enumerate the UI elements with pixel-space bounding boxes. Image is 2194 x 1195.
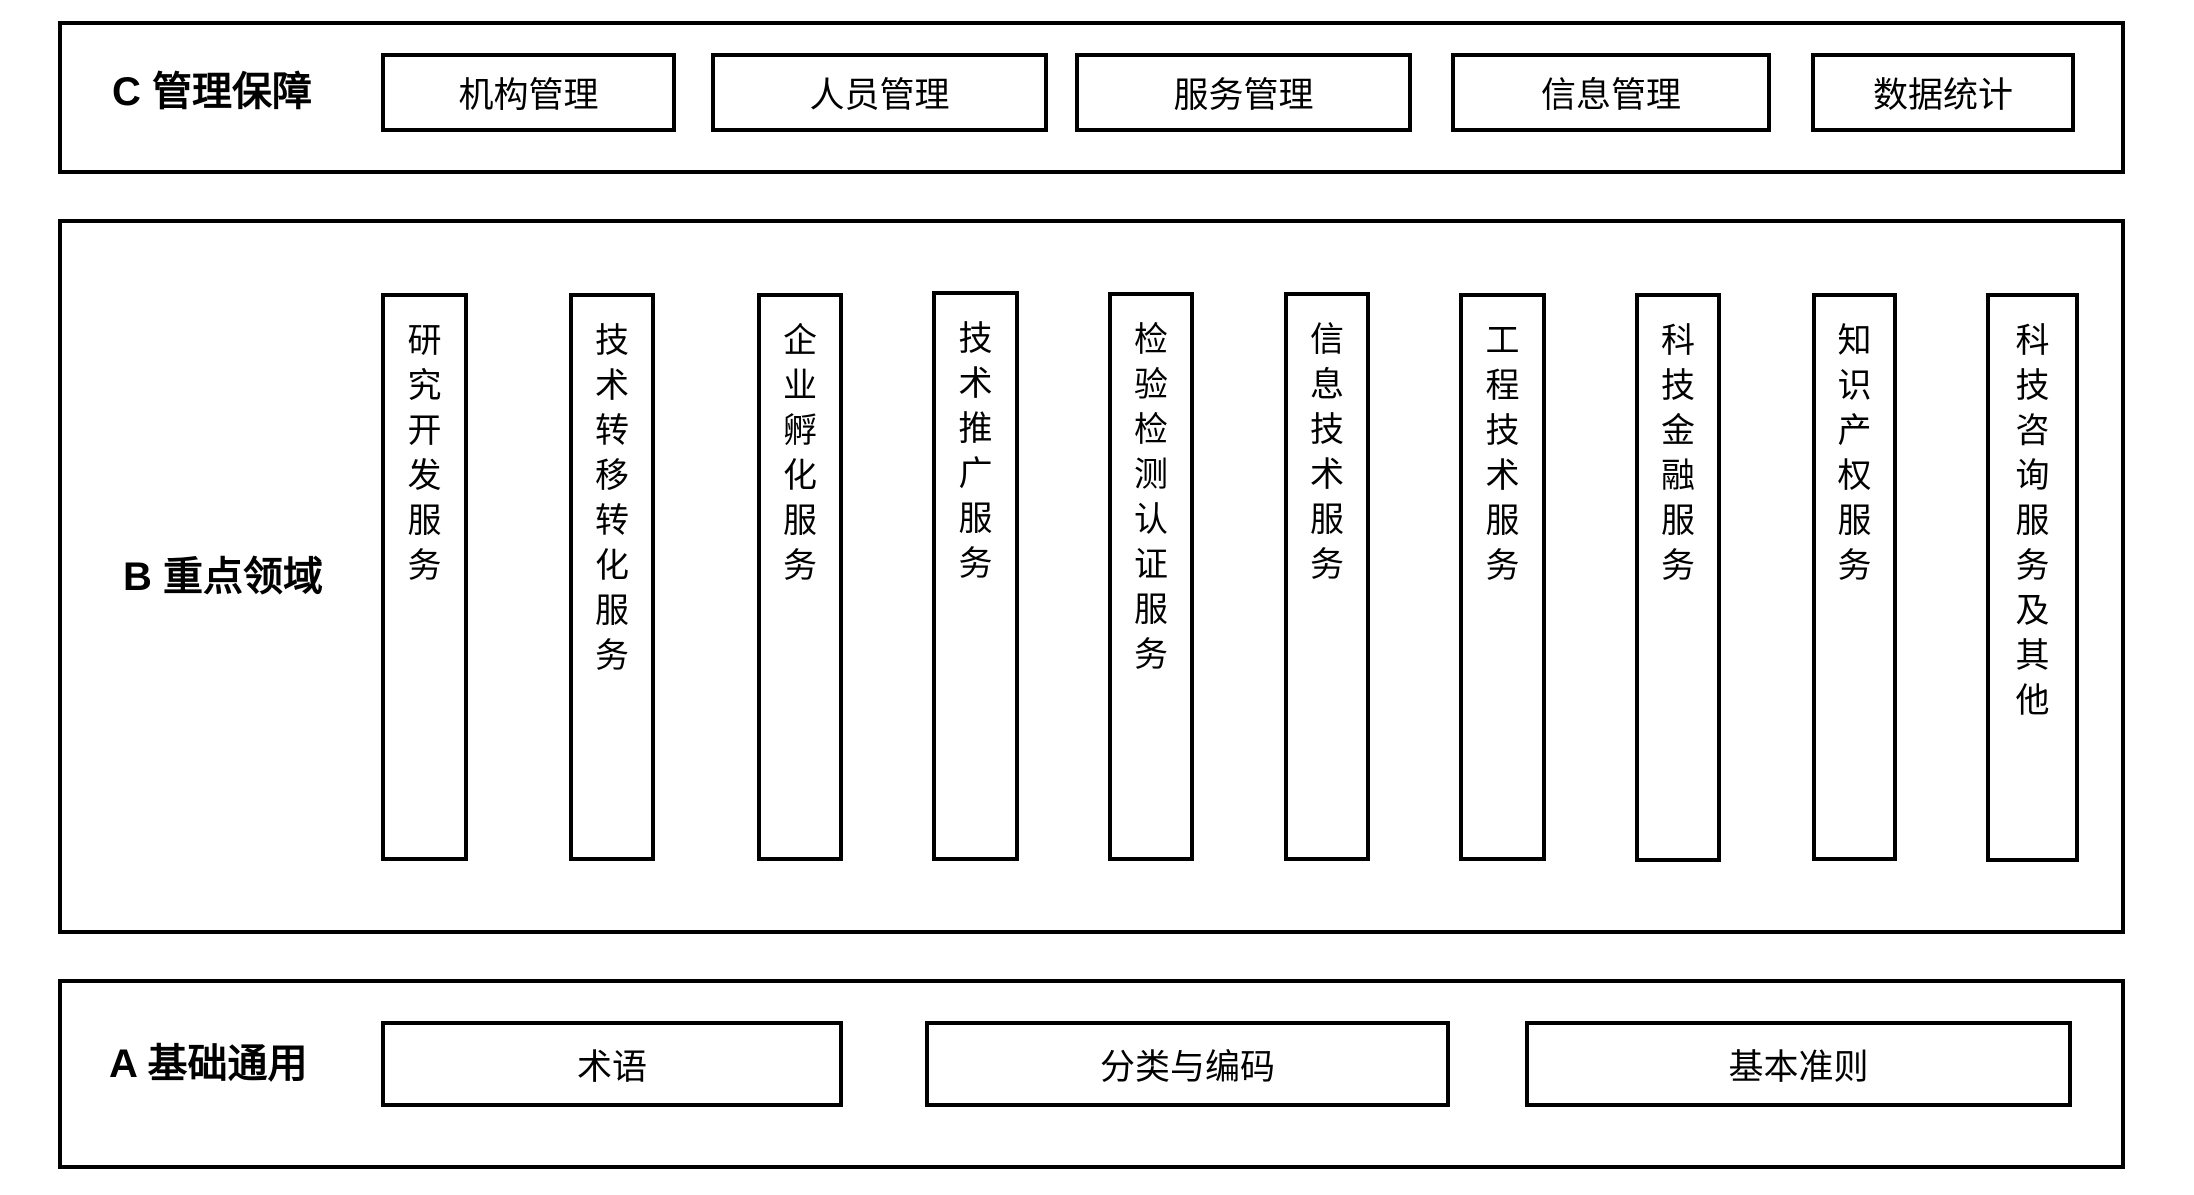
column-char: 融 xyxy=(1661,456,1695,496)
a-item-classification-coding[interactable]: 分类与编码 xyxy=(925,1021,1450,1107)
column-char: 转 xyxy=(595,411,629,451)
column-char: 术 xyxy=(1485,456,1520,496)
c-item-info-management[interactable]: 信息管理 xyxy=(1451,53,1771,132)
b-item-engineering-service[interactable]: 工程技术服务 xyxy=(1459,293,1546,861)
column-char: 务 xyxy=(783,546,817,586)
b-item-tech-promotion-service[interactable]: 技术推广服务 xyxy=(932,291,1019,861)
c-item-org-management[interactable]: 机构管理 xyxy=(381,53,676,132)
c-item-data-statistics[interactable]: 数据统计 xyxy=(1811,53,2075,132)
a-item-basic-principles[interactable]: 基本准则 xyxy=(1525,1021,2072,1107)
column-char: 开 xyxy=(407,411,442,451)
column-char: 程 xyxy=(1485,366,1520,406)
column-char: 移 xyxy=(595,456,629,496)
column-char: 研 xyxy=(407,321,442,361)
column-char: 服 xyxy=(1485,501,1520,541)
column-char: 转 xyxy=(595,501,629,541)
column-char: 孵 xyxy=(783,411,817,451)
layer-c-label: C 管理保障 xyxy=(112,70,312,114)
column-char: 务 xyxy=(1310,545,1344,585)
column-char: 企 xyxy=(783,321,817,361)
column-char: 服 xyxy=(958,499,993,539)
column-char: 服 xyxy=(2015,501,2050,541)
column-char: 务 xyxy=(595,636,629,676)
column-char: 服 xyxy=(1310,500,1344,540)
b-item-sci-tech-finance-service[interactable]: 科技金融服务 xyxy=(1635,293,1721,862)
column-char: 务 xyxy=(958,544,993,584)
column-char: 广 xyxy=(958,454,993,494)
column-char: 究 xyxy=(407,366,442,406)
column-char: 识 xyxy=(1837,366,1872,406)
b-item-ip-service[interactable]: 知识产权服务 xyxy=(1812,293,1897,861)
column-char: 技 xyxy=(2015,366,2050,406)
c-item-service-management[interactable]: 服务管理 xyxy=(1075,53,1412,132)
b-item-consulting-and-other[interactable]: 科技咨询服务及其他 xyxy=(1986,293,2079,862)
column-char: 产 xyxy=(1837,411,1872,451)
column-char: 务 xyxy=(1485,546,1520,586)
column-char: 术 xyxy=(958,364,993,404)
column-char: 技 xyxy=(595,321,629,361)
column-char: 技 xyxy=(1310,410,1344,450)
column-char: 科 xyxy=(1661,321,1695,361)
column-char: 化 xyxy=(783,456,817,496)
b-item-incubation-service[interactable]: 企业孵化服务 xyxy=(757,293,843,861)
column-char: 发 xyxy=(407,456,442,496)
column-char: 咨 xyxy=(2015,411,2050,451)
column-char: 认 xyxy=(1134,500,1168,540)
column-char: 务 xyxy=(2015,546,2050,586)
a-item-terminology[interactable]: 术语 xyxy=(381,1021,843,1107)
column-char: 服 xyxy=(783,501,817,541)
column-char: 他 xyxy=(2015,681,2050,721)
b-item-testing-certification-service[interactable]: 检验检测认证服务 xyxy=(1108,292,1194,861)
column-char: 检 xyxy=(1134,410,1168,450)
column-char: 服 xyxy=(1837,501,1872,541)
column-char: 询 xyxy=(2015,456,2050,496)
layer-b-label: B 重点领域 xyxy=(123,555,323,599)
column-char: 信 xyxy=(1310,320,1344,360)
c-item-staff-management[interactable]: 人员管理 xyxy=(711,53,1048,132)
column-char: 工 xyxy=(1485,321,1520,361)
column-char: 化 xyxy=(595,546,629,586)
column-char: 务 xyxy=(1837,546,1872,586)
column-char: 务 xyxy=(1134,635,1168,675)
column-char: 科 xyxy=(2015,321,2050,361)
column-char: 务 xyxy=(407,546,442,586)
column-char: 服 xyxy=(407,501,442,541)
column-char: 其 xyxy=(2015,636,2050,676)
column-char: 技 xyxy=(1485,411,1520,451)
column-char: 权 xyxy=(1837,456,1872,496)
b-item-it-service[interactable]: 信息技术服务 xyxy=(1284,292,1370,861)
column-char: 知 xyxy=(1837,321,1872,361)
column-char: 证 xyxy=(1134,545,1168,585)
column-char: 推 xyxy=(958,409,993,449)
b-item-rd-service[interactable]: 研究开发服务 xyxy=(381,293,468,861)
column-char: 服 xyxy=(1134,590,1168,630)
column-char: 息 xyxy=(1310,365,1344,405)
column-char: 技 xyxy=(1661,366,1695,406)
column-char: 验 xyxy=(1134,365,1168,405)
column-char: 务 xyxy=(1661,546,1695,586)
column-char: 检 xyxy=(1134,320,1168,360)
column-char: 业 xyxy=(783,366,817,406)
b-item-tech-transfer-service[interactable]: 技术转移转化服务 xyxy=(569,293,655,861)
column-char: 术 xyxy=(595,366,629,406)
layer-a-label: A 基础通用 xyxy=(109,1042,308,1086)
column-char: 金 xyxy=(1661,411,1695,451)
column-char: 测 xyxy=(1134,455,1168,495)
column-char: 服 xyxy=(595,591,629,631)
column-char: 术 xyxy=(1310,455,1344,495)
column-char: 服 xyxy=(1661,501,1695,541)
column-char: 及 xyxy=(2015,591,2050,631)
column-char: 技 xyxy=(958,319,993,359)
